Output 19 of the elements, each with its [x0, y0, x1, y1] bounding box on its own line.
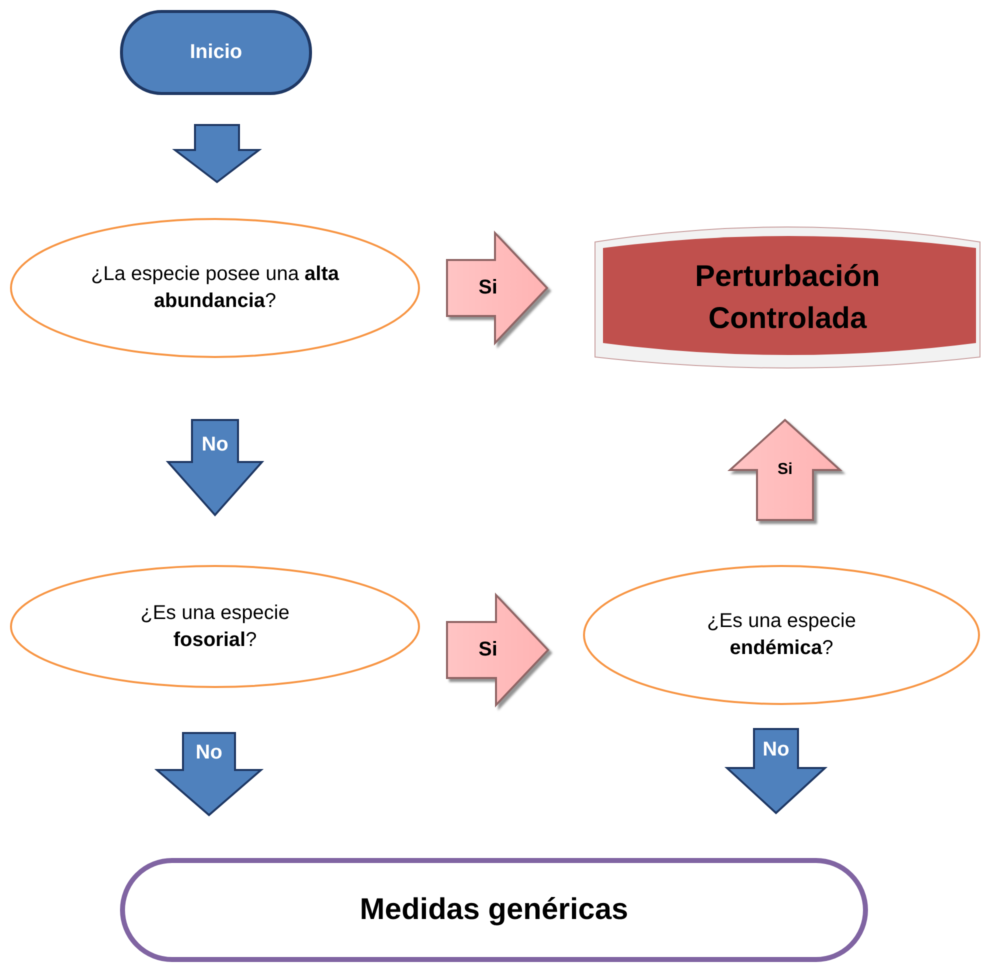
edge-label: Si — [777, 461, 793, 479]
edge-label: Si — [478, 638, 498, 662]
block-arrow — [724, 728, 828, 814]
block-arrow — [446, 592, 550, 708]
block-arrow — [172, 124, 262, 184]
block-arrow — [154, 732, 264, 816]
edge-label: No — [202, 434, 228, 456]
edge-label: Si — [478, 276, 498, 300]
node-text: Medidas genéricas — [360, 892, 628, 928]
node-text: Inicio — [190, 40, 242, 65]
edge-label: No — [196, 742, 222, 764]
block-arrow — [166, 419, 264, 516]
node-text: ¿La especie posee una alta abundancia? — [90, 262, 340, 314]
node-text: ¿Es una especie fosorial? — [140, 600, 290, 652]
node-text: Perturbación Controlada — [694, 258, 882, 336]
edge-label: No — [762, 738, 790, 762]
node-text: ¿Es una especie endémica? — [706, 609, 857, 661]
block-arrow — [446, 230, 548, 346]
block-arrow — [727, 418, 843, 521]
